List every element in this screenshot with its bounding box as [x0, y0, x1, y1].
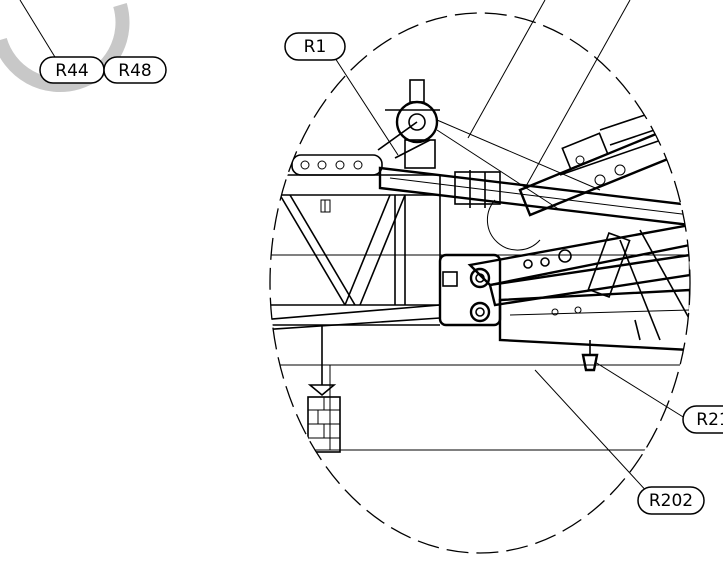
- leader-line-r1: [334, 57, 399, 156]
- machinery-assembly: [270, 79, 690, 453]
- callout-label-r48: R48: [118, 61, 151, 81]
- leader-line-top-1: [467, 0, 546, 139]
- leader-line-r21: [594, 361, 689, 421]
- leader-line-r202: [534, 369, 651, 496]
- callout-r1: R1: [284, 32, 346, 61]
- callout-r48: R48: [103, 56, 167, 84]
- leader-line-top-2: [524, 0, 631, 189]
- callout-label-r1: R1: [304, 37, 327, 57]
- callout-label-r21: R21: [696, 410, 723, 430]
- callout-r44: R44: [39, 56, 105, 84]
- detail-circle-boundary: [269, 12, 691, 554]
- callout-label-r202: R202: [649, 491, 693, 511]
- callout-r202: R202: [637, 486, 705, 515]
- callout-r21: R21: [682, 405, 723, 434]
- adjacent-leader-line: [19, 0, 59, 63]
- callout-label-r44: R44: [55, 61, 88, 81]
